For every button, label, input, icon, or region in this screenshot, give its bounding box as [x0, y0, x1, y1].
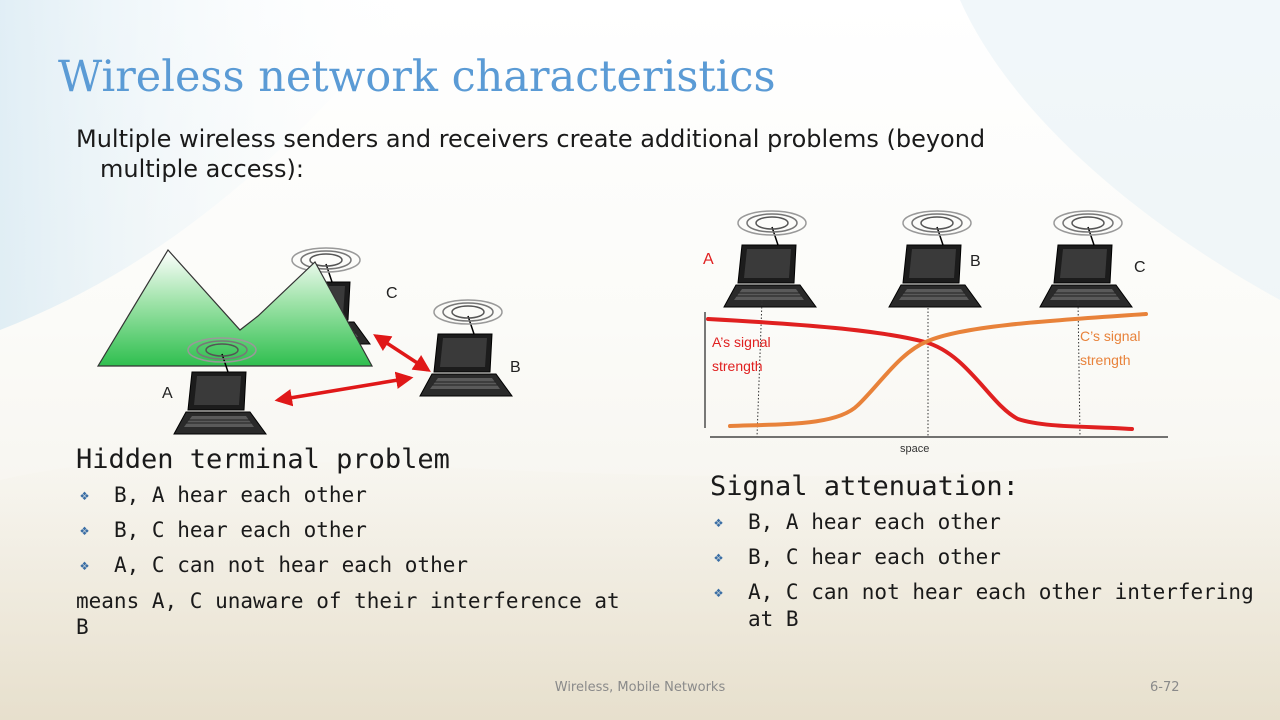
- c-signal-label-line2: strength: [1080, 352, 1131, 368]
- intro-line-1: Multiple wireless senders and receivers …: [76, 125, 986, 153]
- list-item: ❖ B, C hear each other: [710, 540, 1268, 575]
- signal-attenuation-bullets: ❖ B, A hear each other ❖ B, C hear each ot…: [710, 505, 1268, 633]
- signal-attenuation-title: Signal attenuation:: [710, 471, 1019, 502]
- laptop-a-right: [723, 210, 817, 308]
- diamond-bullet-icon: ❖: [80, 486, 90, 504]
- a-signal-curve: [706, 317, 1134, 431]
- label-a-right: A: [703, 251, 714, 268]
- label-b-left: B: [510, 359, 521, 376]
- bullet-text: A, C can not hear each other: [114, 553, 469, 577]
- c-signal-label-line1: C’s signal: [1080, 328, 1140, 344]
- footer-page-number: 6-72: [1150, 680, 1180, 695]
- list-item: ❖ A, C can not hear each other: [76, 548, 468, 583]
- footer-course-title: Wireless, Mobile Networks: [554, 680, 726, 695]
- diamond-bullet-icon: ❖: [714, 513, 724, 531]
- hidden-terminal-conclusion: means A, C unaware of their interference…: [76, 589, 620, 639]
- diamond-bullet-icon: ❖: [714, 548, 724, 566]
- hidden-terminal-diagram: C B A: [96, 247, 521, 435]
- hidden-terminal-bullets: ❖ B, A hear each other ❖ B, C hear each ot…: [76, 478, 468, 583]
- bullet-text: A, C can not hear each other interfering…: [748, 580, 1254, 631]
- a-signal-label: A’s signal strength: [712, 334, 775, 374]
- attenuation-diagram: A B C space A’s signal strength C’s sign…: [703, 210, 1168, 455]
- list-item: ❖ B, C hear each other: [76, 513, 468, 548]
- laptop-b-right: [888, 210, 982, 308]
- list-item: ❖ B, A hear each other: [76, 478, 468, 513]
- diamond-bullet-icon: ❖: [714, 583, 724, 601]
- arrow-a-b: [274, 371, 414, 407]
- laptop-c-right: [1039, 210, 1133, 308]
- hidden-terminal-title: Hidden terminal problem: [76, 444, 450, 475]
- x-axis-label: space: [900, 443, 929, 455]
- bullet-text: B, A hear each other: [748, 510, 1001, 534]
- a-signal-label-line1: A’s signal: [712, 334, 771, 350]
- label-c-right: C: [1134, 259, 1146, 276]
- a-signal-label-line2: strength: [712, 358, 763, 374]
- bullet-text: B, C hear each other: [114, 518, 367, 542]
- bullet-text: B, C hear each other: [748, 545, 1001, 569]
- arrow-c-b: [373, 334, 431, 372]
- mountain: [96, 248, 374, 367]
- intro-text: Multiple wireless senders and receivers …: [76, 124, 1086, 184]
- label-a-left: A: [162, 385, 173, 402]
- label-b-right: B: [970, 253, 981, 270]
- intro-line-2: multiple access):: [100, 155, 304, 183]
- list-item: ❖ A, C can not hear each other interferin…: [710, 575, 1268, 633]
- slide-title: Wireless network characteristics: [58, 52, 776, 102]
- label-c-left: C: [386, 285, 398, 302]
- c-signal-curve: [728, 312, 1148, 428]
- diamond-bullet-icon: ❖: [80, 521, 90, 539]
- list-item: ❖ B, A hear each other: [710, 505, 1268, 540]
- c-signal-label: C’s signal strength: [1080, 328, 1144, 368]
- diamond-bullet-icon: ❖: [80, 556, 90, 574]
- laptop-b-left: [419, 299, 513, 397]
- bullet-text: B, A hear each other: [114, 483, 367, 507]
